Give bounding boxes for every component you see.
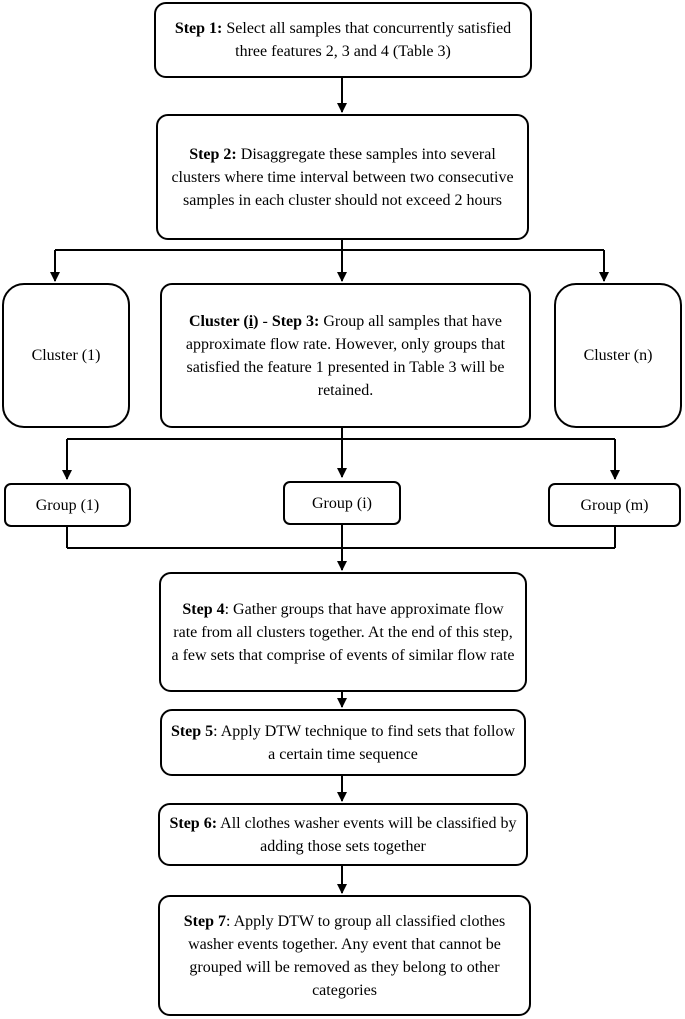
cluster-1-box: Cluster (1) bbox=[2, 283, 130, 428]
group-i-box: Group (i) bbox=[283, 481, 401, 525]
step6-label: Step 6: bbox=[169, 814, 218, 832]
group-1-box: Group (1) bbox=[4, 483, 131, 527]
step1-label: Step 1: bbox=[174, 20, 223, 37]
cluster-i-index: i bbox=[248, 312, 254, 330]
step7-box: Step 7: Apply DTW to group all classifie… bbox=[158, 895, 531, 1016]
step4-box: Step 4: Gather groups that have approxim… bbox=[159, 572, 527, 692]
step4-text: : Gather groups that have approximate fl… bbox=[171, 600, 515, 664]
step3-label: Step 3: bbox=[271, 312, 320, 330]
group-m-box: Group (m) bbox=[548, 483, 681, 527]
step2-label: Step 2: bbox=[189, 145, 237, 163]
cluster-i-sep: - bbox=[258, 312, 272, 330]
cluster-i-box: Cluster (i) - Step 3: Group all samples … bbox=[160, 283, 531, 428]
cluster-i-label: Cluster ( bbox=[189, 312, 249, 330]
step1-text: Select all samples that concurrently sat… bbox=[222, 20, 512, 60]
group-m-label: Group (m) bbox=[580, 496, 649, 514]
step6-box: Step 6: All clothes washer events will b… bbox=[158, 803, 528, 866]
step3-text: Group all samples that have approximate … bbox=[185, 312, 506, 399]
group-1-label: Group (1) bbox=[35, 496, 100, 514]
step5-label: Step 5 bbox=[170, 722, 214, 740]
step1-box: Step 1: Select all samples that concurre… bbox=[154, 2, 532, 78]
step7-text: : Apply DTW to group all classified clot… bbox=[188, 912, 506, 999]
step4-label: Step 4 bbox=[182, 600, 225, 618]
cluster-i-close: ) bbox=[253, 312, 259, 330]
step2-box: Step 2: Disaggregate these samples into … bbox=[156, 114, 529, 240]
step5-box: Step 5: Apply DTW technique to find sets… bbox=[160, 709, 526, 776]
cluster-n-box: Cluster (n) bbox=[554, 283, 682, 428]
step7-label: Step 7 bbox=[183, 912, 226, 930]
cluster-1-label: Cluster (1) bbox=[31, 347, 101, 364]
cluster-n-label: Cluster (n) bbox=[583, 347, 653, 364]
step6-text: All clothes washer events will be classi… bbox=[217, 814, 517, 855]
group-i-label: Group (i) bbox=[312, 494, 372, 512]
step5-text: : Apply DTW technique to find sets that … bbox=[213, 722, 516, 763]
step2-text: Disaggregate these samples into several … bbox=[171, 145, 514, 209]
